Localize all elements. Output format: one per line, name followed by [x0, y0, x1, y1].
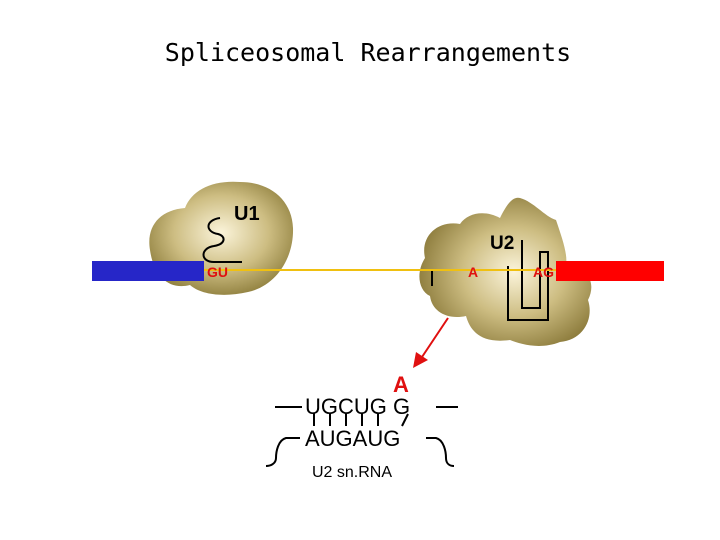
u2-sequence: AUGAUG [305, 426, 400, 451]
intron-sequence: UGCUG G [305, 394, 410, 419]
u2-label: U2 [490, 233, 514, 254]
exon-left [92, 261, 204, 281]
base-pair-ticks [313, 413, 409, 427]
three-prime-site-label: AG [533, 264, 554, 280]
zoom-arrow [419, 317, 449, 361]
branch-point-label: A [468, 264, 478, 280]
u2-strand-left-tail [265, 437, 300, 467]
zoom-arrow-head [413, 352, 428, 368]
bulged-a-label: A [393, 372, 409, 397]
u1-snrna-strand [202, 217, 242, 263]
diagram-title: Spliceosomal Rearrangements [164, 38, 572, 67]
u1-label: U1 [234, 203, 260, 225]
five-prime-site-label: GU [207, 264, 228, 280]
u2-snrna-strand [507, 240, 549, 321]
u2-snrna-caption: U2 sn.RNA [312, 464, 392, 481]
u2-strand-right-tail [426, 437, 455, 467]
exon-right [556, 261, 664, 281]
